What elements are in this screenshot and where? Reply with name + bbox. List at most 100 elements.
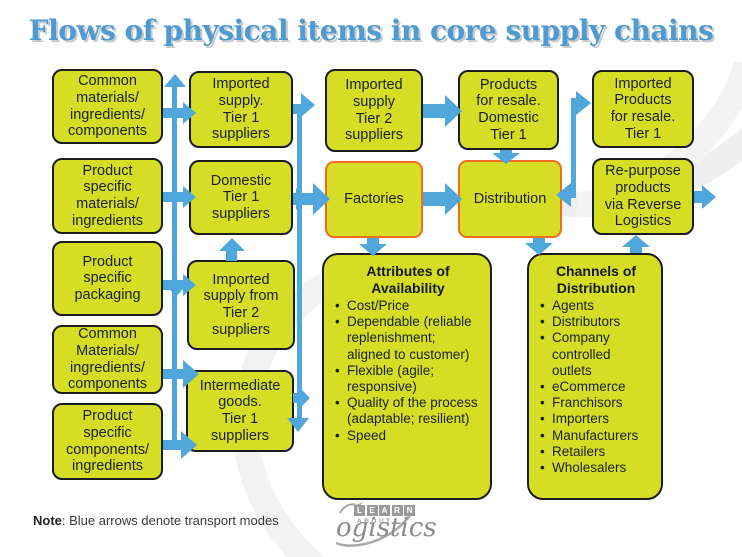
arrow-factories-to-attributes-head	[359, 244, 387, 256]
channels-list-item: Distributors	[539, 314, 653, 330]
arrow-distribution-to-channels-shaft	[533, 238, 545, 244]
box-label: Product specific materials/ ingredients	[72, 162, 143, 229]
box-imported-supply-tier1: Imported supply. Tier 1 suppliers	[189, 71, 293, 148]
attributes-list-item: Speed	[334, 428, 482, 444]
box-label: Distribution	[473, 190, 547, 207]
box-label: Imported supply from Tier 2 suppliers	[203, 271, 279, 338]
box-label: Product specific packaging	[74, 253, 141, 303]
box-label: Re-purpose products via Reverse Logistic…	[604, 163, 682, 230]
logo-about-text: ABOUT	[357, 518, 393, 525]
arrow-src5-shaft	[163, 440, 183, 450]
attributes-list-item: Dependable (reliable replenishment; alig…	[334, 314, 482, 363]
arrow-src3-shaft	[163, 280, 185, 290]
arrow-intermediate-out-head	[299, 387, 310, 409]
arrow-tier2-to-resale-shaft	[423, 104, 447, 118]
box-intermediate-goods-tier1: Intermediate goods. Tier 1 suppliers	[186, 370, 294, 452]
logo-logistics-text: ogistics	[336, 513, 437, 543]
box-label: Factories	[344, 191, 404, 208]
arrow-channels-to-repurpose-head	[622, 235, 650, 247]
box-imported-products-for-resale: Imported Products for resale. Tier 1	[592, 70, 694, 148]
arrow-distribution-to-channels-head	[525, 243, 553, 255]
arrow-into-factories-head	[313, 183, 330, 215]
arrow-src5-head	[181, 431, 197, 459]
box-label: Imported Products for resale. Tier 1	[610, 75, 676, 142]
arrow-factories-to-distribution-head	[445, 183, 462, 215]
arrow-elbow-into-imported-resale-head	[576, 91, 591, 115]
attributes-list-item: Cost/Price	[334, 298, 482, 314]
channels-list-item: Agents	[539, 298, 653, 314]
arrow-repurpose-out-head	[702, 185, 716, 209]
box-imported-supply-tier2: Imported supply Tier 2 suppliers	[325, 69, 423, 152]
arrow-src3-head	[183, 274, 196, 296]
attributes-list-item: Flexible (agile; responsive)	[334, 363, 482, 395]
arrow-tier2-to-resale-head	[445, 95, 462, 127]
logo-letter-tile: R	[391, 505, 403, 516]
arrow-elbow-into-distribution-head	[556, 183, 571, 207]
box-label: Common materials/ ingredients/ component…	[68, 73, 147, 140]
arrow-src2-head	[183, 186, 196, 208]
box-label: Products for resale. Domestic Tier 1	[476, 76, 541, 143]
arrow-sup1-out-head	[301, 93, 315, 117]
box-label: Domestic Tier 1 suppliers	[210, 172, 272, 222]
channels-list-item: Company controlled outlets	[539, 330, 653, 379]
attributes-of-availability-panel: Attributes of Availability Cost/PriceDep…	[322, 253, 492, 500]
box-factories: Factories	[325, 161, 423, 238]
arrow-resale-to-distribution-head	[492, 153, 520, 164]
box-imported-supply-tier2-from: Imported supply from Tier 2 suppliers	[187, 260, 295, 350]
arrow-src4-head	[183, 360, 199, 388]
box-label: Imported supply Tier 2 suppliers	[344, 77, 404, 144]
arrow-tier2from-to-domestic-shaft	[226, 249, 237, 261]
footnote-text: : Blue arrows denote transport modes	[61, 513, 279, 528]
arrow-factories-to-distribution-shaft	[423, 192, 447, 206]
arrow-channels-to-repurpose-shaft	[630, 246, 642, 253]
channels-list-item: Manufacturers	[539, 428, 653, 444]
arrow-mid-trunk-line	[297, 108, 302, 420]
channels-list-item: Retailers	[539, 444, 653, 460]
box-repurpose-reverse-logistics: Re-purpose products via Reverse Logistic…	[592, 158, 694, 235]
arrow-intermediate-out-shaft	[293, 393, 301, 403]
arrow-src2-shaft	[163, 192, 185, 202]
box-product-specific-materials: Product specific materials/ ingredients	[52, 158, 163, 234]
arrow-src1-head	[183, 102, 196, 124]
box-label: Product specific components/ ingredients	[65, 408, 150, 475]
logo-letter-tile: A	[379, 505, 390, 516]
box-common-materials-bottom: Common Materials/ ingredients/ component…	[52, 325, 163, 394]
box-label: Imported supply. Tier 1 suppliers	[211, 76, 271, 143]
page-title: Flows of physical items in core supply c…	[28, 14, 714, 47]
box-products-for-resale-domestic: Products for resale. Domestic Tier 1	[458, 70, 559, 150]
box-product-specific-components: Product specific components/ ingredients	[52, 403, 163, 480]
channels-panel-title: Channels of Distribution	[555, 263, 637, 296]
logo-letter-tile: L	[354, 505, 365, 516]
arrow-mid-trunk-down-head	[287, 418, 309, 432]
attributes-list-item: Quality of the process (adaptable; resil…	[334, 395, 482, 427]
attributes-panel-title: Attributes of Availability	[366, 263, 450, 296]
box-product-specific-packaging: Product specific packaging	[52, 241, 163, 316]
attributes-list: Cost/PriceDependable (reliable replenish…	[334, 298, 482, 444]
arrow-left-trunk-line	[172, 86, 177, 446]
channels-list: AgentsDistributorsCompany controlled out…	[539, 298, 653, 476]
box-label: Common Materials/ ingredients/ component…	[68, 326, 147, 393]
arrow-resale-to-distribution-shaft	[500, 150, 512, 155]
channels-list-item: Franchisors	[539, 395, 653, 411]
channels-of-distribution-panel: Channels of Distribution AgentsDistribut…	[527, 253, 663, 500]
logo-letter-tile: E	[366, 505, 378, 516]
arrow-factories-to-attributes-shaft	[367, 238, 379, 245]
channels-list-item: Wholesalers	[539, 460, 653, 476]
box-domestic-tier1: Domestic Tier 1 suppliers	[189, 160, 293, 235]
arrow-left-trunk-up-head	[164, 74, 186, 87]
arrow-sup1-out-shaft	[293, 104, 301, 114]
arrow-tier2from-to-domestic-head	[219, 238, 245, 251]
box-distribution: Distribution	[458, 160, 562, 238]
arrow-src1-shaft	[163, 108, 185, 118]
logo-letter-tile: N	[404, 505, 415, 516]
footnote: Note: Blue arrows denote transport modes	[33, 513, 279, 528]
arrow-imported-resale-elbow-line	[571, 98, 576, 198]
footnote-bold: Note	[33, 513, 62, 528]
arrow-repurpose-out-shaft	[694, 191, 704, 203]
box-label: Intermediate goods. Tier 1 suppliers	[199, 377, 281, 444]
arrow-trunk-to-factories-head	[296, 188, 308, 210]
arrow-src4-shaft	[163, 369, 185, 379]
